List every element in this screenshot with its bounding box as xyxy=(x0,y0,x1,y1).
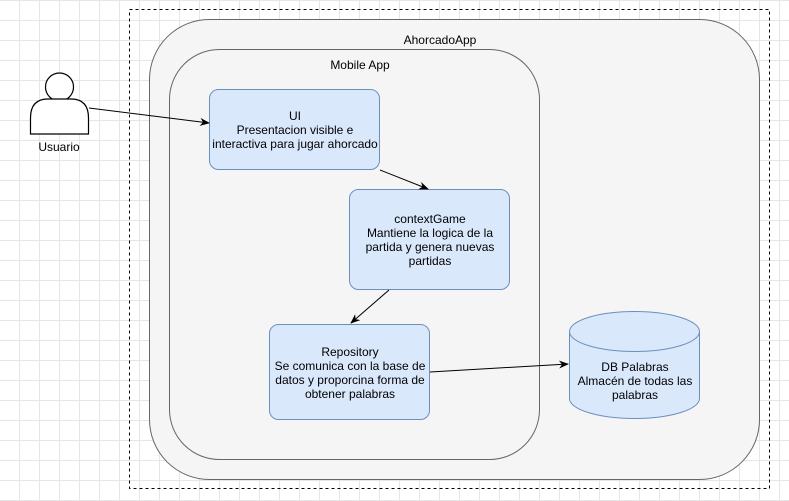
repository-node-line: Se comunica con la base de xyxy=(274,358,426,373)
repository-node-title: Repository xyxy=(321,344,379,359)
ui-node-line: interactiva para jugar ahorcado xyxy=(212,137,378,151)
context-game-node-line: partida y genera nuevas xyxy=(365,240,495,254)
ui-node-shape xyxy=(209,89,380,170)
ui-node-line: Presentacion visible e xyxy=(236,123,354,137)
db-node-title: DB Palabras xyxy=(601,360,669,374)
context-game-node-line: partidas xyxy=(408,254,452,268)
mobile-app-label: Mobile App xyxy=(330,58,390,72)
repository-node-line: datos y proporcina forma de xyxy=(275,372,425,387)
context-game-node-title: contextGame xyxy=(394,212,466,226)
system-boundary xyxy=(129,9,770,489)
edge-usuario-to-ui xyxy=(88,107,210,126)
context-game-node-shape xyxy=(349,189,510,290)
context-game-node-line: Mantiene la logica de la xyxy=(366,226,494,240)
user-icon xyxy=(29,72,90,135)
usuario-label: Usuario xyxy=(38,140,80,154)
db-node-line: palabras xyxy=(611,388,658,402)
edge-ui-to-contextgame xyxy=(379,169,429,190)
db-node: DB Palabras Almacén de todas las palabra… xyxy=(570,350,700,412)
db-cylinder-shape xyxy=(569,311,700,419)
repository-node-line: obtener palabras xyxy=(304,386,396,401)
ahorcadoapp-label: AhorcadoApp xyxy=(403,33,477,47)
repository-node: Repository Se comunica con la base de da… xyxy=(270,325,430,420)
context-game-node: contextGame Mantiene la logica de la par… xyxy=(350,190,510,290)
repository-node-shape xyxy=(269,324,430,420)
edge-contextgame-to-repository xyxy=(350,289,390,324)
ui-node-title: UI xyxy=(289,109,301,123)
edge-repository-to-db xyxy=(429,360,569,373)
ui-node: UI Presentacion visible e interactiva pa… xyxy=(210,90,380,170)
db-node-line: Almacén de todas las xyxy=(577,374,693,388)
